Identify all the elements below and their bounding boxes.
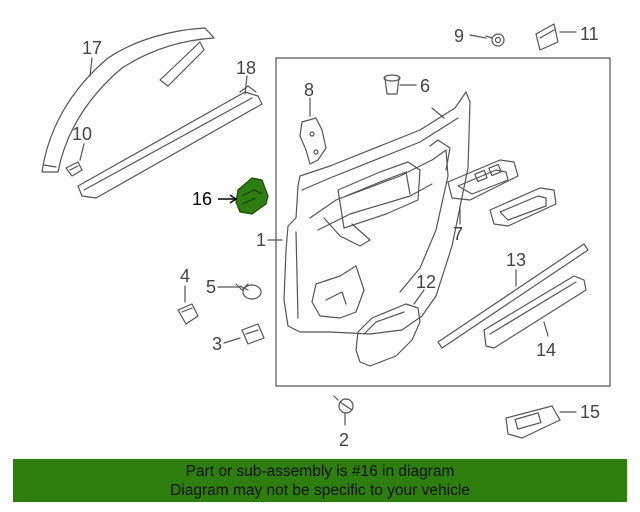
part-13-trim-strip[interactable]: [437, 243, 589, 349]
callout-1: 1: [256, 230, 266, 250]
part-5-fastener[interactable]: [235, 283, 262, 300]
callout-17: 17: [82, 38, 102, 58]
part-17-molding[interactable]: [41, 27, 215, 173]
part-4-retainer[interactable]: [177, 303, 199, 325]
part-10-clip[interactable]: [65, 161, 83, 177]
callout-6: 6: [420, 76, 430, 96]
part-3-clip[interactable]: [241, 323, 265, 345]
parts-diagram: 17 18 10 8 6 9 11 16 7 1 13 12 4 5 3 14 …: [41, 23, 611, 450]
part-11-cover[interactable]: [535, 23, 559, 51]
callout-3: 3: [212, 334, 222, 354]
part-16-highlighted[interactable]: [218, 177, 269, 215]
callout-2: 2: [339, 430, 349, 450]
callout-18: 18: [236, 58, 256, 78]
part-2-screw[interactable]: [333, 395, 354, 414]
callout-14: 14: [536, 340, 556, 360]
callout-4: 4: [180, 266, 190, 286]
callout-8: 8: [304, 80, 314, 100]
part-14-armrest-pad[interactable]: [483, 275, 587, 349]
part-15-switch[interactable]: [505, 405, 561, 439]
info-banner: Part or sub-assembly is #16 in diagram D…: [13, 459, 627, 502]
part-7-switch-bezel[interactable]: [447, 159, 519, 201]
callout-15: 15: [580, 402, 600, 422]
callout-16: 16: [192, 189, 212, 209]
part-6-pin[interactable]: [383, 74, 401, 95]
callout-13: 13: [506, 250, 526, 270]
banner-line-1: Part or sub-assembly is #16 in diagram: [185, 463, 455, 480]
leader-lines: [79, 31, 577, 426]
part-1-door-panel[interactable]: [283, 91, 471, 335]
part-9-screw[interactable]: [485, 33, 505, 47]
banner-line-2: Diagram may not be specific to your vehi…: [170, 482, 470, 499]
callout-11: 11: [580, 24, 599, 44]
callout-12: 12: [416, 272, 436, 292]
part-18-belt-molding[interactable]: [77, 85, 263, 199]
part-7-switch[interactable]: [489, 187, 557, 227]
part-8-bracket[interactable]: [299, 117, 327, 165]
callout-7: 7: [453, 224, 463, 244]
part-12-grille[interactable]: [355, 303, 421, 367]
callout-10: 10: [72, 124, 92, 144]
callout-9: 9: [454, 26, 464, 46]
part-1-group-box: [275, 57, 611, 387]
callout-5: 5: [206, 277, 216, 297]
